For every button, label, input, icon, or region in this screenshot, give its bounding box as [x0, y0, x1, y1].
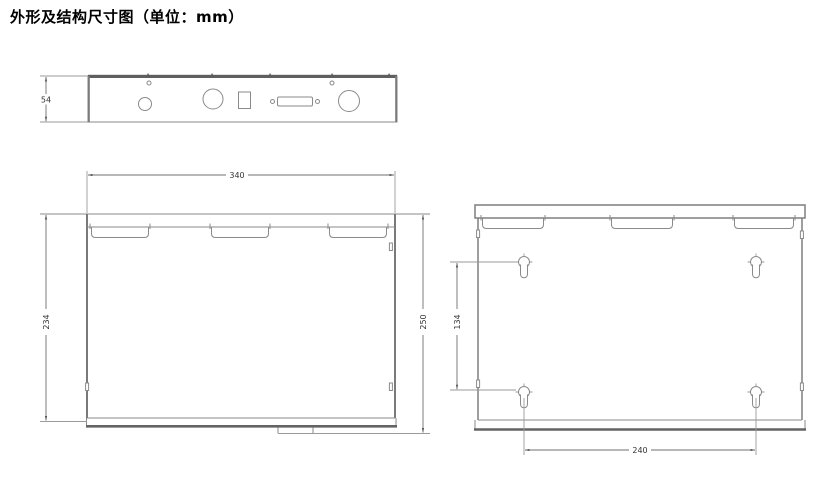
chassis-front-view: 340 234 250	[40, 169, 430, 434]
edge-tab	[476, 379, 481, 388]
dim-label-234: 234	[42, 314, 51, 329]
dim-total-height: 250	[278, 214, 430, 434]
front-panel-view: 54	[37, 73, 398, 123]
edge-tab	[388, 242, 393, 251]
top-flange	[474, 204, 806, 219]
keyhole-slots	[515, 253, 765, 409]
dim-keyhole-horizontal-spacing: 240	[523, 398, 757, 455]
dim-front-height: 54	[37, 76, 55, 122]
screw-hole	[146, 80, 152, 86]
dim-body-height: 234	[40, 214, 87, 422]
edge-tab	[388, 382, 393, 391]
dim-label-54: 54	[41, 96, 51, 105]
page-title: 外形及结构尺寸图（单位：mm）	[10, 8, 244, 26]
small-round-hole	[138, 97, 152, 111]
keyhole-slot	[515, 253, 533, 279]
dsub-screw-hole	[315, 99, 320, 104]
dsub-body	[277, 96, 313, 107]
dim-label-340: 340	[229, 171, 244, 180]
screw-hole	[329, 80, 335, 86]
bottom-protrusion	[277, 427, 314, 434]
keyhole-slot	[747, 253, 765, 279]
slot-pocket	[734, 218, 794, 229]
keyhole-slot	[747, 383, 765, 409]
top-band-ticks	[147, 73, 390, 76]
edge-tab	[799, 382, 804, 391]
dim-width: 340	[86, 169, 396, 213]
slot-pocket	[91, 227, 149, 238]
dim-label-240: 240	[632, 446, 647, 455]
slot-pocket	[329, 227, 387, 238]
edge-tab	[85, 382, 90, 391]
slot-pocket	[611, 218, 673, 229]
dim-label-250: 250	[419, 314, 428, 329]
edge-tab	[799, 230, 804, 239]
panel-top-band	[88, 74, 397, 78]
mounting-slots	[89, 223, 389, 238]
round-connector-hole	[338, 90, 360, 112]
dsub-connector	[270, 96, 320, 107]
rect-cutout	[238, 91, 251, 109]
round-connector-hole	[202, 88, 224, 110]
dim-label-134: 134	[453, 314, 462, 329]
mounting-slots	[480, 215, 796, 229]
dsub-screw-hole	[270, 99, 275, 104]
slot-pocket	[211, 227, 269, 238]
edge-tab	[476, 229, 481, 238]
chassis-rear-view: 134 240	[450, 204, 806, 455]
slot-pocket	[482, 218, 544, 229]
dim-keyhole-vertical-spacing: 134	[450, 261, 516, 391]
